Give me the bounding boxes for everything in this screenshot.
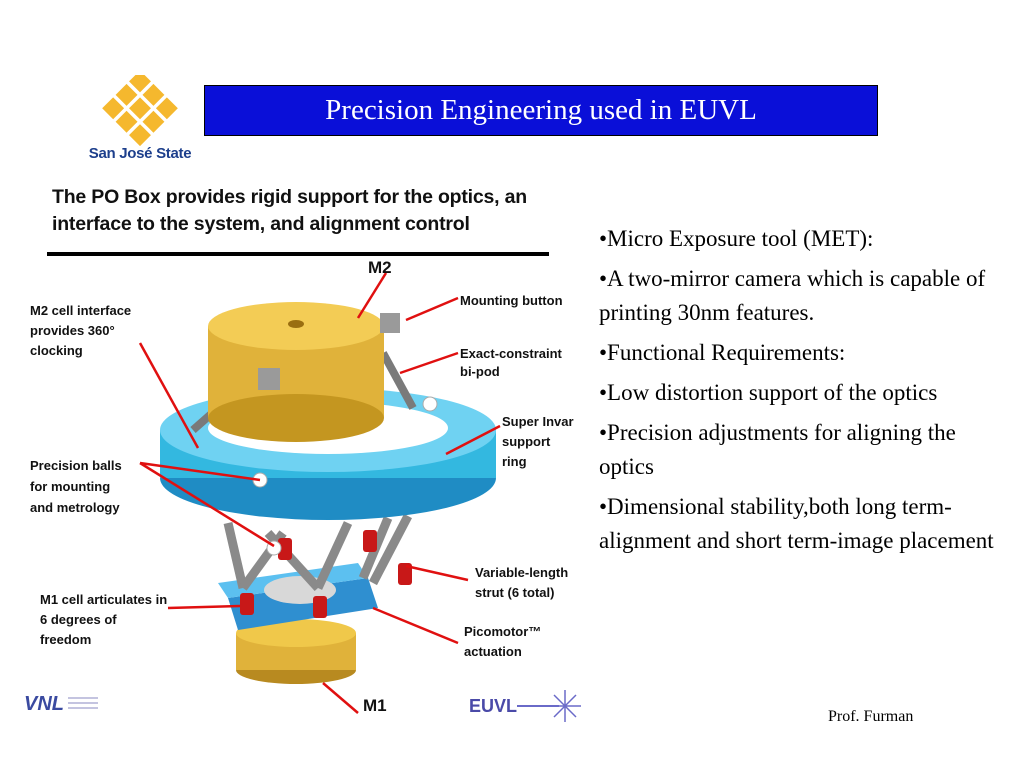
logo-text: San José State <box>88 145 192 162</box>
picomotor-shapes <box>240 530 412 618</box>
label-m2cell-2: provides 360° <box>30 323 115 338</box>
slide-title: Precision Engineering used in EUVL <box>325 94 757 126</box>
label-strut-1: Variable-length <box>475 565 569 580</box>
san-jose-state-logo: San José State <box>78 68 202 167</box>
label-m1cell-1: M1 cell articulates in <box>40 592 168 607</box>
euvl-logo-icon: EUVL <box>469 690 581 722</box>
figure-caption: The PO Box provides rigid support for th… <box>52 186 527 235</box>
svg-text:VNL: VNL <box>24 693 64 715</box>
bullet-item: •Functional Requirements: <box>599 340 846 365</box>
label-invar-3: ring <box>502 454 527 469</box>
svg-text:EUVL: EUVL <box>469 696 517 716</box>
sjsu-emblem-icon <box>100 68 180 149</box>
label-balls-2: for mounting <box>30 479 111 494</box>
m1-cell-shape <box>236 619 356 684</box>
label-m1cell-2: 6 degrees of <box>40 612 117 627</box>
vnl-logo: VNL <box>24 690 104 716</box>
callout-arrows <box>138 272 501 714</box>
label-pico-2: actuation <box>464 644 522 659</box>
bullet-item: •Precision adjustments for aligning the … <box>599 420 956 479</box>
po-box-figure: M2 Mounting button Exact-constraint bi-p… <box>28 258 588 726</box>
m2-cell-shape <box>208 302 384 442</box>
label-strut-2: strut (6 total) <box>475 585 555 600</box>
label-mounting-button: Mounting button <box>460 293 563 308</box>
bullet-list: •Micro Exposure tool (MET): •A two-mirro… <box>599 222 1009 564</box>
label-m2cell-3: clocking <box>30 343 83 358</box>
bullet-item: •Low distortion support of the optics <box>599 380 938 405</box>
label-invar-2: support <box>502 434 551 449</box>
caption-rule <box>47 252 549 256</box>
author-credit: Prof. Furman <box>828 708 914 725</box>
label-m1cell-3: freedom <box>40 632 92 647</box>
bullet-item: •Micro Exposure tool (MET): <box>599 226 874 251</box>
euvl-logo: EUVL <box>469 686 583 726</box>
bullet-item: •A two-mirror camera which is capable of… <box>599 266 986 325</box>
label-invar-1: Super Invar <box>502 414 574 429</box>
label-balls-1: Precision balls <box>30 458 122 473</box>
label-m2cell-1: M2 cell interface <box>30 303 132 318</box>
bullet-item: •Dimensional stability,both long term-al… <box>599 494 994 553</box>
label-m1: M1 <box>363 696 387 715</box>
label-balls-3: and metrology <box>30 500 120 515</box>
po-box-illustration <box>138 272 501 714</box>
label-bipod-1: Exact-constraint <box>460 346 562 361</box>
vnl-logo-icon: VNL <box>24 693 98 715</box>
mounting-button-shapes <box>258 313 400 390</box>
label-m2: M2 <box>368 258 392 277</box>
title-banner: Precision Engineering used in EUVL <box>204 85 878 136</box>
label-pico-1: Picomotor™ <box>464 624 542 639</box>
label-bipod-2: bi-pod <box>460 364 500 379</box>
